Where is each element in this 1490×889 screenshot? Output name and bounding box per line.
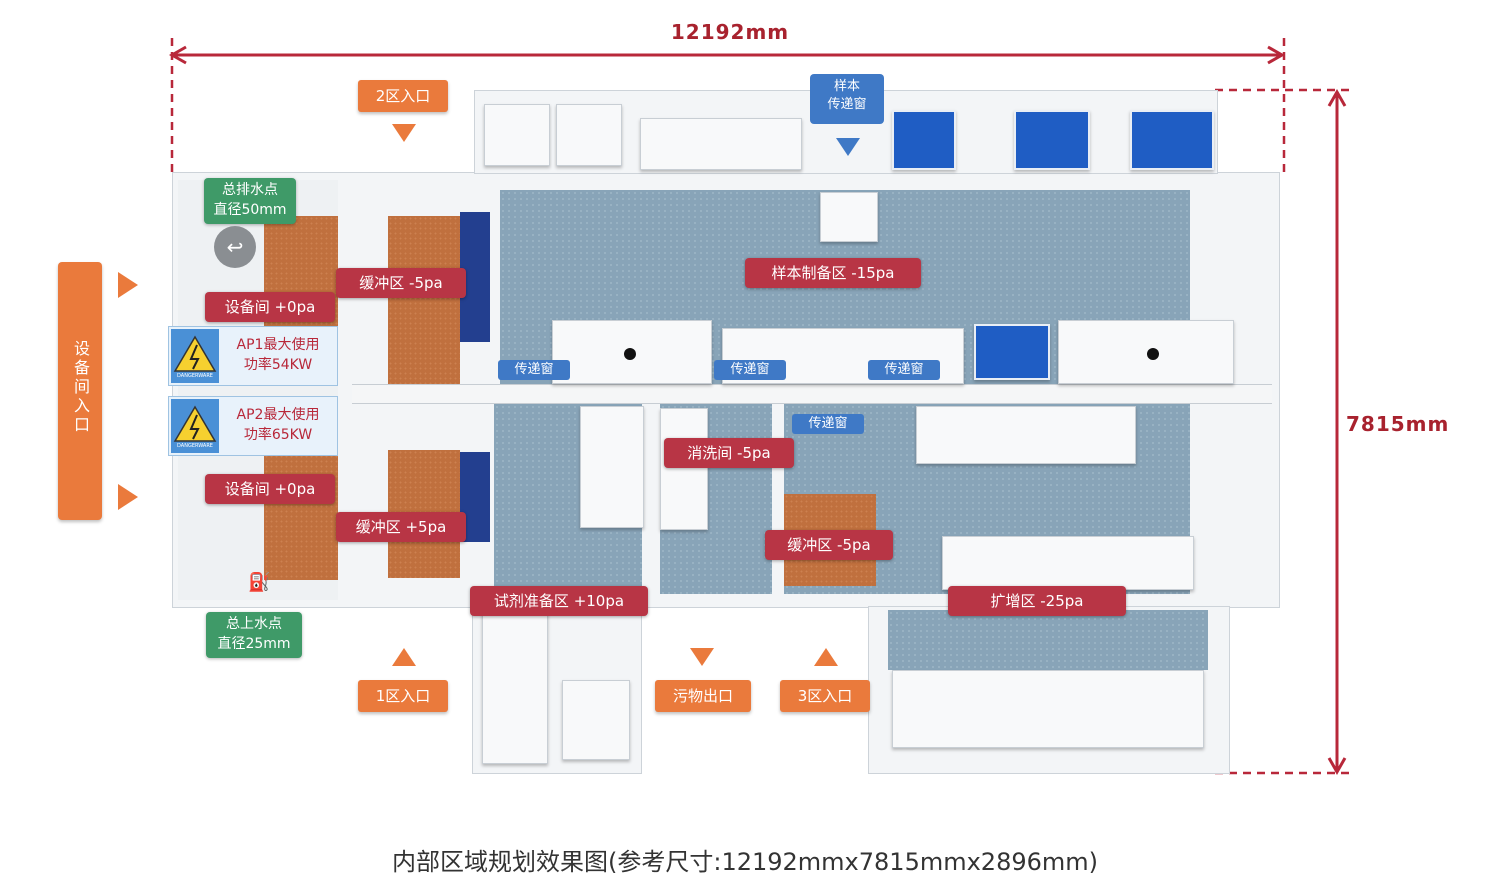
biosafety-cabinet — [974, 324, 1050, 380]
drain-pipe-icon: ↩ — [214, 226, 256, 268]
sample-pass-window-label: 样本 传递窗 — [810, 74, 884, 124]
entry-arrow-icon — [118, 272, 138, 298]
buffer-bottom-label: 缓冲区 +5pa — [336, 512, 466, 542]
high-voltage-warning-icon — [173, 335, 217, 372]
high-voltage-warning-icon — [173, 405, 217, 442]
width-dimension-label: 12192mm — [670, 20, 790, 44]
cabinet — [482, 612, 548, 764]
bench — [942, 536, 1194, 590]
freezer — [484, 104, 550, 166]
amplification-label: 扩增区 -25pa — [948, 586, 1126, 616]
zone2-entrance-label: 2区入口 — [358, 80, 448, 112]
freezer — [556, 104, 622, 166]
washer — [660, 408, 708, 530]
freezer — [562, 680, 630, 760]
zone3-entrance-label: 3区入口 — [780, 680, 870, 712]
reagent-prep-label: 试剂准备区 +10pa — [470, 586, 648, 616]
biosafety-cabinet — [892, 110, 956, 170]
cabinet — [580, 406, 644, 528]
entry-arrow-icon — [118, 484, 138, 510]
equipment-room-bottom-label: 设备间 +0pa — [205, 474, 335, 504]
diagram-caption: 内部区域规划效果图(参考尺寸:12192mmx7815mmx2896mm) — [392, 848, 1098, 876]
bench — [1058, 320, 1234, 384]
equipment-room-entrance: 设备间入口 — [58, 262, 102, 520]
depth-dimension-label: 7815mm — [1346, 412, 1450, 436]
bench — [640, 118, 802, 170]
equipment-room-entrance-label: 设备间入口 — [71, 340, 90, 435]
buffer-room-top-floor — [388, 216, 460, 384]
pass-window-label: 传递窗 — [498, 360, 570, 380]
ap2-power-panel: DANGERWARE AP2最大使用 功率65KW — [168, 396, 338, 456]
drain-point-label: 总排水点 直径50mm — [204, 178, 296, 224]
floor-plan — [172, 172, 1280, 608]
bench — [916, 406, 1136, 464]
pcr-bench — [892, 670, 1204, 748]
equipment-room-top-label: 设备间 +0pa — [205, 292, 335, 322]
biosafety-cabinet — [1014, 110, 1090, 170]
zone3-arrow-icon — [814, 648, 838, 666]
ventilation-unit — [820, 192, 878, 242]
waste-exit-arrow-icon — [690, 648, 714, 666]
sample-pass-arrow-icon — [836, 138, 860, 156]
zone2-arrow-icon — [392, 124, 416, 142]
waste-exit-label: 污物出口 — [655, 680, 751, 712]
central-wall — [352, 384, 1272, 404]
pass-window-label: 传递窗 — [868, 360, 940, 380]
water-supply-label: 总上水点 直径25mm — [206, 612, 302, 658]
ap1-power-panel: DANGERWARE AP1最大使用 功率54KW — [168, 326, 338, 386]
zone1-entrance-label: 1区入口 — [358, 680, 448, 712]
pass-window-label: 传递窗 — [792, 414, 864, 434]
center-buffer-label: 缓冲区 -5pa — [765, 530, 893, 560]
washing-room-label: 消洗间 -5pa — [664, 438, 794, 468]
water-tap-icon: ⛽ — [248, 572, 271, 593]
pass-window-label: 传递窗 — [714, 360, 786, 380]
biosafety-cabinet — [1130, 110, 1214, 170]
zone1-arrow-icon — [392, 648, 416, 666]
buffer-top-label: 缓冲区 -5pa — [336, 268, 466, 298]
sample-prep-label: 样本制备区 -15pa — [745, 258, 921, 288]
